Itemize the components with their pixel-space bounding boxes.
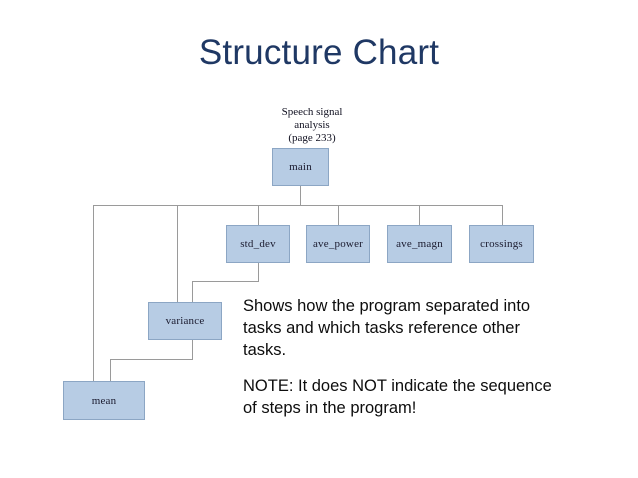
node-ave-power[interactable]: ave_power <box>306 225 370 263</box>
edge-bus-horizontal <box>93 205 503 206</box>
edge-bus-to-crossings <box>502 205 503 225</box>
edge-main-to-bus <box>300 186 301 206</box>
edge-bus-to-ave-magn <box>419 205 420 225</box>
node-std-dev[interactable]: std_dev <box>226 225 290 263</box>
body-text-block: Shows how the program separated into tas… <box>243 295 561 419</box>
node-crossings-label: crossings <box>480 238 523 250</box>
node-std-dev-label: std_dev <box>240 238 276 250</box>
node-mean[interactable]: mean <box>63 381 145 420</box>
edge-std-dev-elbow <box>192 281 259 282</box>
node-ave-magn[interactable]: ave_magn <box>387 225 452 263</box>
page-title: Structure Chart <box>198 33 440 72</box>
node-ave-power-label: ave_power <box>312 238 364 250</box>
edge-bus-to-variance <box>177 205 178 303</box>
body-paragraph-2: NOTE: It does NOT indicate the sequence … <box>243 377 552 417</box>
node-ave-magn-label: ave_magn <box>396 238 443 250</box>
edge-std-dev-down <box>258 263 259 282</box>
node-mean-label: mean <box>91 394 117 407</box>
node-variance-label: variance <box>165 315 205 327</box>
edge-bus-to-mean <box>93 205 94 381</box>
node-main-label: main <box>289 161 312 173</box>
edge-elbow-to-mean <box>110 359 111 381</box>
node-variance[interactable]: variance <box>148 302 222 340</box>
node-main[interactable]: main <box>272 148 329 186</box>
edge-variance-down <box>192 340 193 360</box>
diagram-caption: Speech signal analysis (page 233) <box>281 106 343 144</box>
body-paragraph-1: Shows how the program separated into tas… <box>243 297 531 359</box>
edge-variance-elbow <box>110 359 193 360</box>
edge-bus-to-ave-power <box>338 205 339 225</box>
edge-bus-to-std-dev <box>258 205 259 225</box>
edge-elbow-to-variance <box>192 281 193 303</box>
node-crossings[interactable]: crossings <box>469 225 534 263</box>
